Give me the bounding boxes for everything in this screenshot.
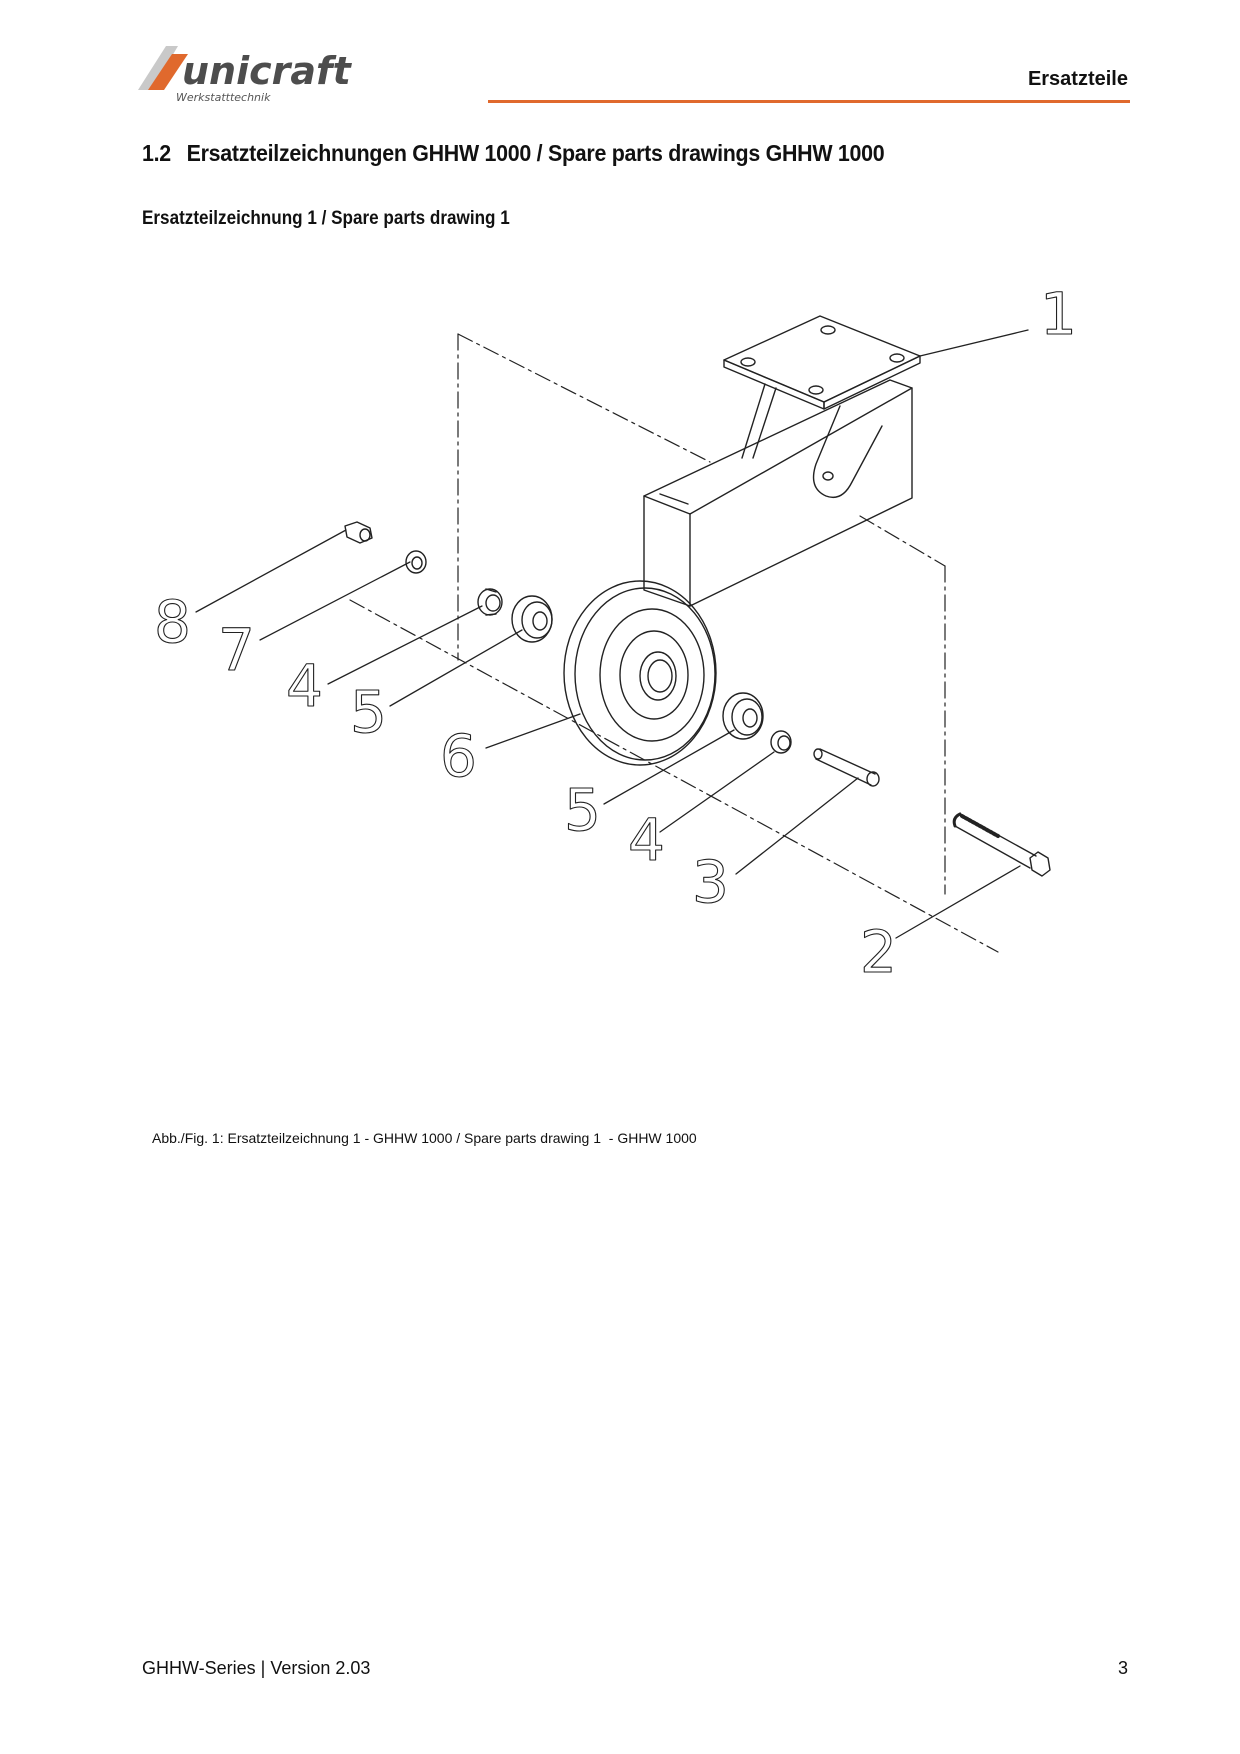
- part-nut: [344, 521, 373, 544]
- assembly-axis-lines: [349, 333, 999, 953]
- spare-parts-drawing: 1 8 7 4 5 6 5 4 3 2: [140, 270, 1120, 1100]
- header-divider: [488, 100, 1130, 103]
- callout-labels: 1 8 7 4 5 6 5 4 3 2: [153, 279, 1077, 986]
- part-spacer-left: [477, 588, 503, 616]
- callout-label: 7: [218, 616, 255, 684]
- callout-label: 1: [1040, 280, 1077, 348]
- logo-wing-orange: [148, 54, 188, 90]
- callout-label: 3: [692, 848, 729, 916]
- callout-label: 6: [440, 722, 477, 790]
- subsection-heading: Ersatzteilzeichnung 1 / Spare parts draw…: [142, 208, 510, 229]
- callout-label: 4: [628, 806, 665, 874]
- callout-label: 5: [350, 678, 387, 746]
- section-heading: 1.2 Ersatzteilzeichnungen GHHW 1000 / Spa…: [142, 140, 885, 167]
- footer-document-version: GHHW-Series | Version 2.03: [142, 1658, 371, 1678]
- part-bearing-left: [511, 595, 553, 643]
- callout-label: 4: [286, 652, 323, 720]
- section-number: 1.2: [142, 140, 171, 166]
- part-fork-housing: [643, 315, 921, 607]
- leader-lines: [195, 329, 1029, 939]
- part-bushing: [813, 748, 880, 787]
- callout-label: 5: [564, 776, 601, 844]
- logo-tagline: Werkstatttechnik: [176, 91, 271, 104]
- section-title-text: Ersatzteilzeichnungen GHHW 1000 / Spare …: [186, 140, 885, 166]
- figure-caption: Abb./Fig. 1: Ersatzteilzeichnung 1 - GHH…: [152, 1130, 697, 1146]
- footer-page-number: 3: [1117, 1658, 1128, 1678]
- part-washer: [405, 550, 427, 574]
- brand-logo: unicraft Werkstatttechnik: [138, 44, 378, 106]
- part-spacer-right: [770, 730, 792, 754]
- part-bearing-right: [722, 692, 764, 740]
- logo-wordmark: unicraft: [182, 49, 353, 93]
- callout-label: 2: [860, 918, 897, 986]
- logo-wing-gray: [138, 46, 178, 90]
- part-bolt: [952, 812, 1051, 877]
- callout-label: 8: [154, 588, 191, 656]
- header-section-label: Ersatzteile: [1027, 68, 1128, 90]
- part-wheel: [563, 580, 717, 766]
